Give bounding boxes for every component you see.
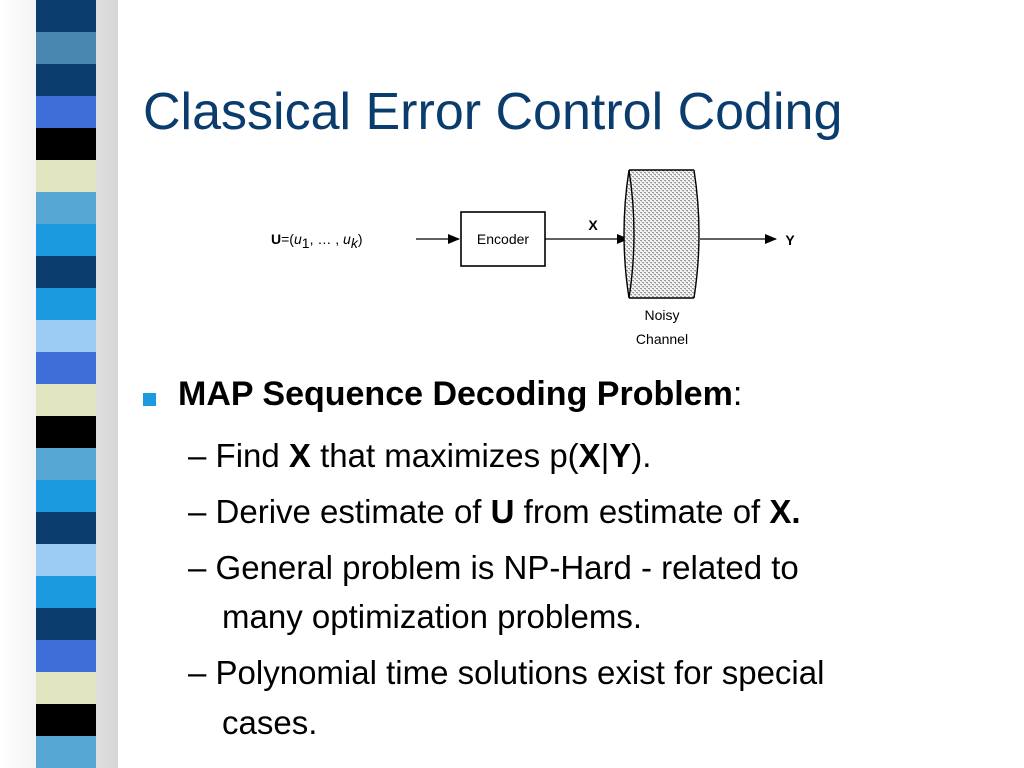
stripe-block [36, 320, 96, 352]
channel-label-line2: Channel [636, 331, 688, 347]
noisy-channel-icon [623, 169, 700, 299]
stripe-block [36, 448, 96, 480]
decorative-stripe [0, 0, 118, 768]
stripe-block [36, 128, 96, 160]
x-label: X [588, 217, 598, 233]
stripe-block [36, 576, 96, 608]
sub-bullet-np-hard-cont: many optimization problems. [222, 598, 643, 635]
stripe-block [36, 32, 96, 64]
stripe-block [36, 256, 96, 288]
sub-bullet-np-hard: – General problem is NP-Hard - related t… [188, 549, 799, 586]
stripe-block [36, 704, 96, 736]
sub-bullet-polynomial-cont: cases. [222, 704, 318, 741]
y-label: Y [785, 232, 795, 248]
sub-bullet-polynomial: – Polynomial time solutions exist for sp… [188, 654, 825, 691]
stripe-block [36, 640, 96, 672]
stripe-block [36, 352, 96, 384]
sub-bullet-derive-u: – Derive estimate of U from estimate of … [188, 493, 801, 530]
bullet-square-icon [143, 393, 156, 406]
bullet-main: MAP Sequence Decoding Problem: [178, 375, 743, 413]
stripe-block [36, 96, 96, 128]
stripe-block [36, 0, 96, 32]
stripe-block [36, 384, 96, 416]
encoder-label: Encoder [477, 231, 529, 247]
stripe-block [36, 512, 96, 544]
sub-bullet-find-x: – Find X that maximizes p(X|Y). [188, 437, 652, 474]
stripe-block [36, 480, 96, 512]
stripe-blocks [36, 0, 96, 768]
input-sequence-label: U=(u1, … , uk) [271, 231, 362, 251]
stripe-block [36, 736, 96, 768]
stripe-block [36, 544, 96, 576]
stripe-block [36, 416, 96, 448]
stripe-block [36, 288, 96, 320]
stripe-block [36, 160, 96, 192]
channel-label-line1: Noisy [644, 307, 679, 323]
stripe-block [36, 672, 96, 704]
stripe-block [36, 192, 96, 224]
stripe-block [36, 224, 96, 256]
stripe-block [36, 64, 96, 96]
encoder-box [460, 211, 546, 267]
stripe-block [36, 608, 96, 640]
slide-title: Classical Error Control Coding [143, 83, 843, 141]
